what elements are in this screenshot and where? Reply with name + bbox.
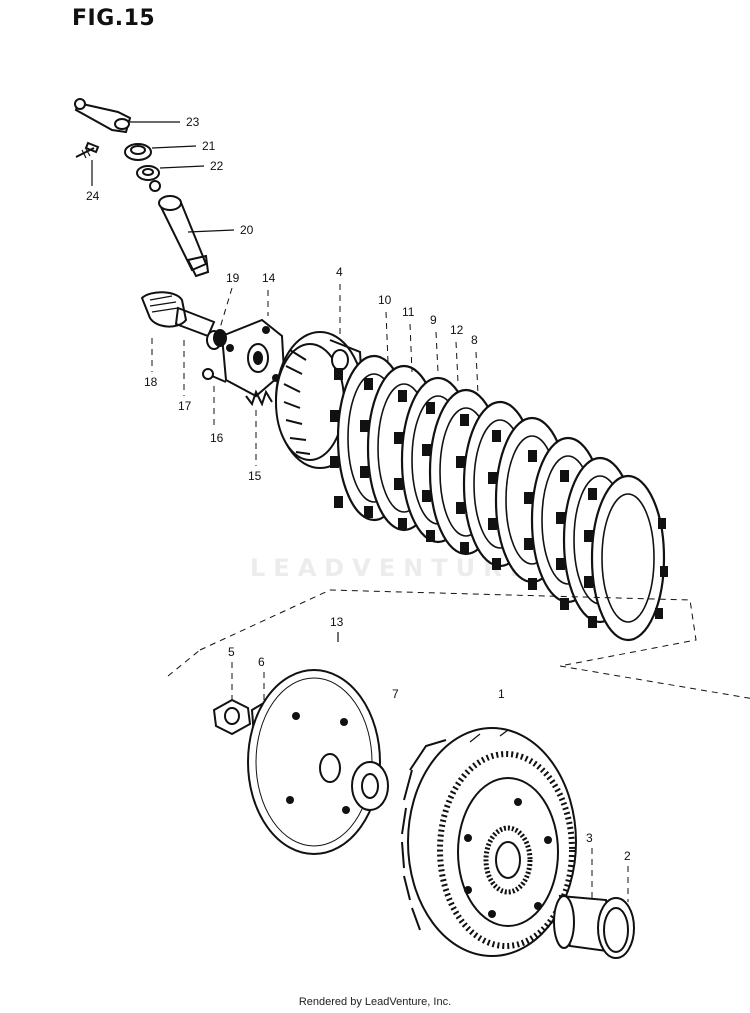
- callout-label-21: 21: [202, 139, 216, 153]
- callout-leader-22: [159, 165, 205, 169]
- callout-label-1: 1: [498, 687, 505, 701]
- callout-22: 22: [159, 159, 224, 173]
- lever-bolt: [75, 141, 100, 159]
- callout-leader-11: [409, 323, 413, 373]
- callout-label-19: 19: [226, 271, 240, 285]
- pressure-plate-14: [220, 318, 286, 398]
- callout-label-2: 2: [624, 849, 631, 863]
- callout-17: 17: [178, 340, 192, 413]
- callout-label-16: 16: [210, 431, 224, 445]
- figure-title: FIG.15: [72, 6, 156, 31]
- callout-label-20: 20: [240, 223, 254, 237]
- oil-seal-washer: [124, 143, 160, 181]
- callout-label-7: 7: [392, 687, 399, 701]
- watermark-text: LEADVENTURE: [250, 554, 534, 582]
- bolt-16: [202, 368, 227, 383]
- callout-12: 12: [450, 323, 464, 383]
- plate-stack: [328, 354, 670, 642]
- callout-leader-20: [187, 229, 235, 233]
- callout-leader-21: [151, 145, 197, 149]
- callout-5: 5: [228, 645, 235, 700]
- clutch-housing-1: [401, 727, 577, 957]
- callout-19: 19: [219, 271, 240, 329]
- callout-leader-12: [455, 341, 459, 383]
- callout-7: 7: [392, 687, 399, 701]
- callout-label-10: 10: [378, 293, 392, 307]
- callout-label-13: 13: [330, 615, 344, 629]
- callout-label-5: 5: [228, 645, 235, 659]
- callout-11: 11: [402, 305, 415, 373]
- callout-13: 13: [330, 615, 344, 642]
- assembly-13-bracket: [167, 589, 750, 699]
- callout-label-17: 17: [178, 399, 192, 413]
- callout-1: 1: [498, 687, 505, 701]
- callout-23: 23: [130, 115, 200, 129]
- callout-leader-19: [219, 287, 233, 329]
- spacer-3: [553, 894, 616, 954]
- callout-8: 8: [471, 333, 479, 395]
- callout-label-15: 15: [248, 469, 262, 483]
- callout-label-23: 23: [186, 115, 200, 129]
- callout-4: 4: [336, 265, 343, 338]
- spring-15: [245, 389, 273, 407]
- thrust-washer: [351, 761, 389, 811]
- clutch-shaft-part: [140, 291, 216, 338]
- bushing-2: [597, 897, 635, 959]
- callout-24: 24: [86, 160, 100, 203]
- callout-16: 16: [210, 386, 224, 445]
- callout-14: 14: [262, 271, 276, 316]
- callout-10: 10: [378, 293, 392, 363]
- callout-label-3: 3: [586, 831, 593, 845]
- release-lever: [74, 98, 132, 134]
- callout-20: 20: [187, 223, 254, 237]
- callout-label-14: 14: [262, 271, 276, 285]
- callout-label-18: 18: [144, 375, 158, 389]
- callout-2: 2: [624, 849, 631, 902]
- callout-label-22: 22: [210, 159, 224, 173]
- callout-label-12: 12: [450, 323, 464, 337]
- callout-label-6: 6: [258, 655, 265, 669]
- callout-label-4: 4: [336, 265, 343, 279]
- callout-6: 6: [258, 655, 265, 702]
- primary-gear-7: [247, 669, 381, 855]
- callout-3: 3: [586, 831, 593, 900]
- callout-9: 9: [430, 313, 439, 373]
- footer-credit: Rendered by LeadVenture, Inc.: [298, 996, 452, 1008]
- callout-18: 18: [144, 338, 158, 389]
- callout-15: 15: [248, 410, 262, 483]
- callout-label-8: 8: [471, 333, 478, 347]
- callout-label-11: 11: [402, 305, 415, 319]
- callout-leader-9: [435, 331, 439, 373]
- push-rod: [149, 180, 210, 278]
- callout-label-24: 24: [86, 189, 100, 203]
- callout-leader-8: [475, 351, 479, 395]
- callout-21: 21: [151, 139, 216, 153]
- callout-leader-10: [385, 311, 389, 363]
- nut-5: [212, 698, 252, 736]
- spring-19: [206, 329, 227, 350]
- callout-label-9: 9: [430, 313, 437, 327]
